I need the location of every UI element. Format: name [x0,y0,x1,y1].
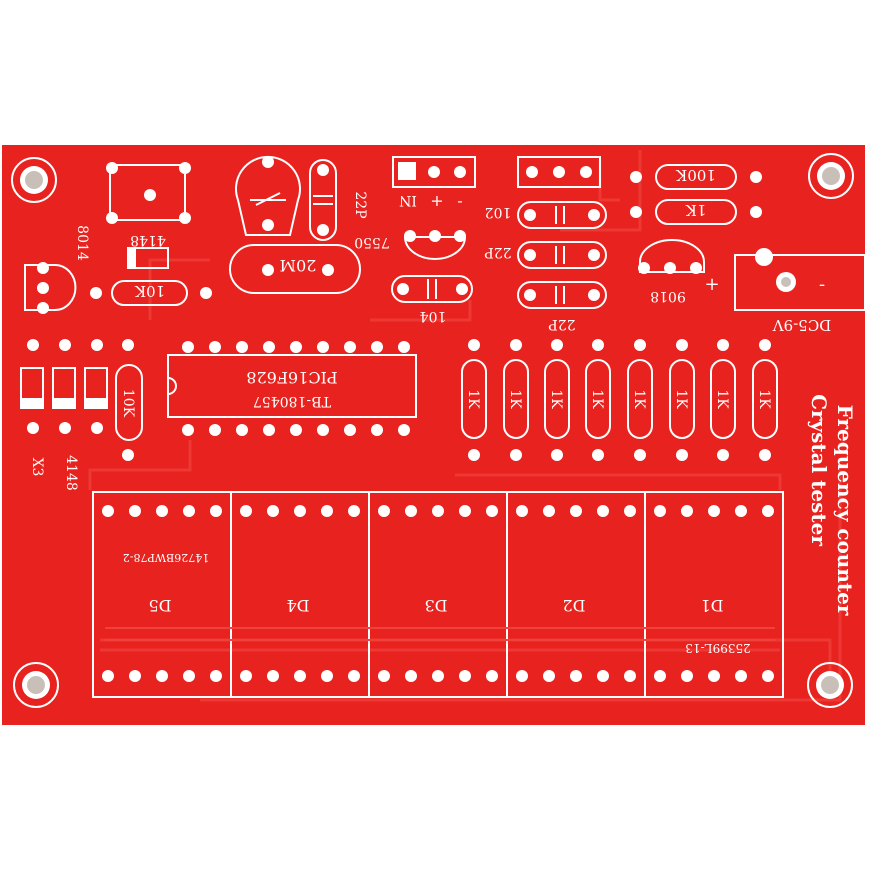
resistor-1k-top: 1K [630,199,762,225]
push-button-footprint [106,162,191,224]
mcu-code-label: TB-180457 [253,393,331,409]
power-label: DC5-9V [772,316,832,334]
display-d5-label: D5 [148,596,171,615]
header-3pin-top [517,156,601,188]
cap-104-label: 104 [420,308,447,324]
regulator-7550: 7550 [354,230,467,260]
cap-22p-low-label: 22P [548,316,575,332]
display-code-left: 14726BWP78-2 [123,551,210,564]
diode-4148-top: 4148 [127,232,169,269]
diode-top-label: 4148 [130,232,166,248]
resistor-bank-1k: 1K 1K 1K 1K 1K 1K 1K 1K [461,339,778,461]
resistor-1k-6-label: 1K [673,389,689,409]
resistor-1k-5-label: 1K [631,389,647,409]
transistor-8014: 8014 [24,225,90,314]
mounting-holes [11,153,854,708]
capacitor-102: 102 [485,201,607,229]
board-title: Frequency counter [833,405,857,616]
resistor-1k-8: 1K [752,339,778,461]
display-d2-label: D2 [562,596,585,615]
display-code-right: 25399L-13 [685,641,750,655]
transistor-left-label: 8014 [74,225,90,261]
cap-22p-top-label: 22P [352,191,368,218]
display-pins-top [102,505,774,517]
cap-22p-mid-label: 22P [484,244,511,260]
mcu-pins-bottom [182,424,410,436]
capacitor-22p-mid: 22P [484,241,607,269]
power-jack: + - DC5-9V [704,248,866,334]
mcu-socket: PIC16F628 TB-180457 [167,341,417,436]
resistor-1k-2: 1K [503,339,529,461]
resistor-1k-1-label: 1K [465,389,481,409]
trimmer-capacitor [235,155,301,236]
res-10k-top-label: 10K [134,282,165,300]
pin-in-label: IN [399,192,417,208]
display-d4-label: D4 [286,596,309,615]
display-pins-bottom [102,670,774,682]
resistor-1k-8-label: 1K [756,389,772,409]
resistor-1k-3: 1K [544,339,570,461]
resistor-1k-5: 1K [627,339,653,461]
transistor-9018-label: 9018 [650,288,686,304]
board-subtitle: Crystal tester [807,394,831,546]
mcu-name-label: PIC16F628 [246,368,337,387]
display-d1-label: D1 [700,596,723,615]
resistor-1k-7-label: 1K [714,389,730,409]
res-100k-label: 100K [675,166,716,184]
resistor-100k: 100K [630,164,762,190]
resistor-1k-3-label: 1K [548,389,564,409]
resistor-1k-2-label: 1K [507,389,523,409]
pin-plus-label: + [430,191,443,210]
diode-bottom-label: 4148 [63,455,79,491]
input-header: IN + - [392,156,476,210]
transistor-9018: 9018 [638,239,705,304]
crystal-label: 20M [280,256,317,275]
capacitor-22p-low: 22P [517,281,607,332]
resistor-1k-4-label: 1K [589,389,605,409]
power-minus-label: - [819,274,825,295]
res-1k-top-label: 1K [685,201,707,219]
seven-segment-displays: D5 D4 D3 D2 D1 14726BWP78-2 25399L-13 [92,491,784,698]
crystal-20m: 20M [229,244,361,294]
capacitor-104: 104 [391,275,473,324]
res-10k-left-label: 10K [120,389,136,418]
resistor-1k-1: 1K [461,339,487,461]
resistor-1k-7: 1K [710,339,736,461]
left-pad-array: 10K X3 4148 [20,339,143,491]
ic-7550-label: 7550 [354,234,390,250]
pin-minus-label: - [457,191,462,210]
power-plus-label: + [704,274,719,295]
x3-label: X3 [29,458,45,477]
capacitor-22p-top: 22P [309,159,368,241]
resistor-1k-6: 1K [669,339,695,461]
display-d3-label: D3 [424,596,447,615]
resistor-1k-4: 1K [585,339,611,461]
mcu-pins-top [182,341,410,353]
resistor-10k-top: 10K [90,280,212,306]
cap-102-label: 102 [485,204,512,220]
